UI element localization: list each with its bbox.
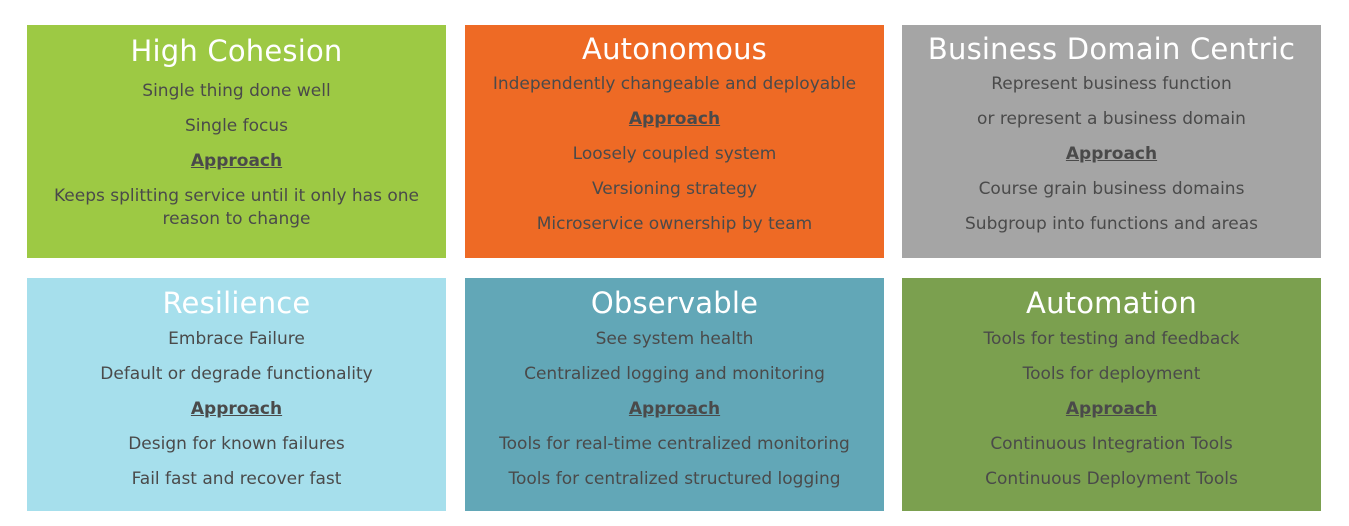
card-line: Embrace Failure xyxy=(168,329,305,349)
card-line: Represent business function xyxy=(991,74,1232,94)
card-line: or represent a business domain xyxy=(977,109,1246,129)
card-autonomous: Autonomous Independently changeable and … xyxy=(465,25,884,258)
card-line: Subgroup into functions and areas xyxy=(965,214,1258,234)
approach-heading: Approach xyxy=(190,151,283,171)
card-line: Default or degrade functionality xyxy=(100,364,373,384)
card-lines: Independently changeable and deployable … xyxy=(465,73,884,236)
card-line: See system health xyxy=(595,329,754,349)
card-title: Observable xyxy=(590,286,759,320)
card-high-cohesion: High Cohesion Single thing done well Sin… xyxy=(27,25,446,258)
card-line: Tools for centralized structured logging xyxy=(508,469,841,489)
card-lines: Embrace Failure Default or degrade funct… xyxy=(27,328,446,491)
card-lines: See system health Centralized logging an… xyxy=(465,328,884,491)
card-line: Keeps splitting service until it only ha… xyxy=(54,186,419,229)
card-line: Tools for real-time centralized monitori… xyxy=(499,434,850,454)
card-observable: Observable See system health Centralized… xyxy=(465,278,884,511)
approach-heading: Approach xyxy=(1065,399,1158,419)
card-line: Independently changeable and deployable xyxy=(492,74,857,94)
card-title: Autonomous xyxy=(582,32,767,66)
card-title: High Cohesion xyxy=(130,34,343,68)
card-line: Course grain business domains xyxy=(978,179,1245,199)
card-title: Resilience xyxy=(162,286,311,320)
approach-heading: Approach xyxy=(190,399,283,419)
card-line: Tools for deployment xyxy=(1022,364,1201,384)
card-line: Versioning strategy xyxy=(591,179,758,199)
card-lines: Single thing done well Single focus Appr… xyxy=(27,80,446,231)
card-line: Continuous Integration Tools xyxy=(990,434,1233,454)
card-line: Continuous Deployment Tools xyxy=(985,469,1238,489)
card-resilience: Resilience Embrace Failure Default or de… xyxy=(27,278,446,511)
card-title: Automation xyxy=(1026,286,1197,320)
card-business-domain-centric: Business Domain Centric Represent busine… xyxy=(902,25,1321,258)
card-automation: Automation Tools for testing and feedbac… xyxy=(902,278,1321,511)
card-line: Microservice ownership by team xyxy=(536,214,813,234)
card-lines: Tools for testing and feedback Tools for… xyxy=(902,328,1321,491)
card-line: Design for known failures xyxy=(128,434,345,454)
card-line: Single thing done well xyxy=(142,81,331,101)
card-title: Business Domain Centric xyxy=(927,32,1296,66)
approach-heading: Approach xyxy=(628,399,721,419)
approach-heading: Approach xyxy=(1065,144,1158,164)
card-lines: Represent business function or represent… xyxy=(902,73,1321,236)
card-line: Tools for testing and feedback xyxy=(983,329,1240,349)
card-line: Fail fast and recover fast xyxy=(131,469,342,489)
card-line: Loosely coupled system xyxy=(572,144,777,164)
approach-heading: Approach xyxy=(628,109,721,129)
card-line: Single focus xyxy=(184,116,289,136)
card-line: Centralized logging and monitoring xyxy=(524,364,825,384)
